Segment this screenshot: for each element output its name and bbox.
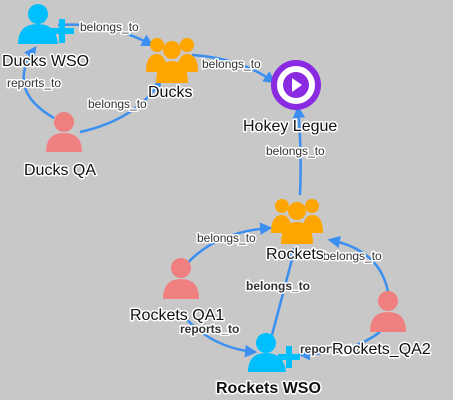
node-label-rockets-qa2: Rockets_QA2	[332, 341, 431, 358]
node-label-hokey-league: Hokey Legue	[243, 118, 337, 135]
edge-rockets-qa2-reports-to-rockets-wso[interactable]	[297, 331, 381, 361]
edge-rockets-wso-belongs-to-rockets[interactable]	[270, 245, 299, 336]
node-ducks-qa[interactable]: Ducks QA	[23, 112, 98, 181]
node-rockets-wso[interactable]: Rockets WSO	[215, 333, 322, 399]
edge-label-qa1-wso: reports_to	[180, 322, 239, 336]
edge-ducks-wso-belongs-to-ducks[interactable]	[57, 23, 155, 47]
edge-label-qa1-rockets: belongs_to	[197, 231, 256, 245]
group-icon	[271, 199, 323, 244]
edge-rockets-qa2-belongs-to-rockets[interactable]	[327, 235, 390, 293]
edge-label-ducks-wso-ducks: belongs_to	[80, 20, 139, 34]
edge-label-wso-rockets: belongs_to	[246, 279, 310, 293]
edge-label-qa2-wso: reports_to	[300, 342, 359, 356]
node-label-ducks-qa: Ducks QA	[24, 162, 96, 179]
hub-icon	[271, 60, 321, 110]
person-add-icon	[248, 333, 300, 372]
node-rockets-qa2[interactable]: Rockets_QA2	[331, 291, 432, 360]
node-ducks[interactable]: Ducks	[146, 38, 198, 103]
group-icon	[146, 38, 198, 83]
edge-rockets-qa1-reports-to-rockets-wso[interactable]	[179, 311, 258, 358]
edge-label-rockets-league: belongs_to	[266, 144, 325, 158]
edge-ducks-belongs-to-league[interactable]	[191, 53, 277, 84]
edges	[22, 23, 390, 361]
edge-labels: belongs_to belongs_to belongs_to reports…	[6, 19, 384, 358]
node-label-ducks-wso: Ducks WSO	[2, 53, 89, 70]
node-ducks-wso[interactable]: Ducks WSO	[1, 4, 91, 72]
edge-ducks-qa-reports-to-ducks-wso[interactable]	[22, 45, 55, 120]
node-label-rockets-qa1: Rockets QA1	[130, 307, 224, 324]
person-icon	[46, 112, 82, 152]
person-icon	[370, 291, 406, 332]
person-add-icon	[18, 4, 74, 44]
node-hokey-league[interactable]: Hokey Legue	[242, 60, 339, 137]
edge-rockets-belongs-to-league[interactable]	[292, 105, 306, 196]
node-rockets[interactable]: Rockets	[265, 199, 325, 265]
node-label-ducks: Ducks	[148, 84, 192, 101]
person-icon	[163, 258, 199, 299]
node-rockets-qa1[interactable]: Rockets QA1	[129, 258, 226, 326]
edge-label-ducks-qa-wso: reports_to	[7, 76, 61, 90]
edge-label-qa2-rockets: belongs_to	[323, 249, 382, 263]
node-label-rockets: Rockets	[266, 246, 324, 263]
edge-label-ducks-league: belongs_to	[202, 57, 261, 71]
edge-ducks-qa-belongs-to-ducks[interactable]	[79, 79, 162, 134]
edge-label-ducks-qa-ducks: belongs_to	[88, 97, 147, 111]
node-label-rockets-wso: Rockets WSO	[216, 380, 321, 397]
